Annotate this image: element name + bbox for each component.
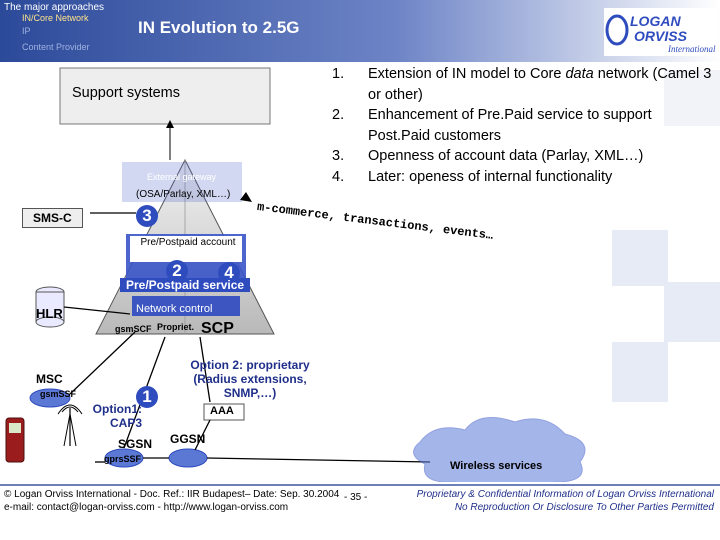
support-systems-box: [59, 67, 271, 125]
section-title: The major approaches: [4, 2, 105, 13]
logo-word-2: ORVISS: [634, 28, 688, 44]
footer-contact: e-mail: contact@logan-orviss.com - http:…: [4, 502, 289, 513]
point-text: Later: openess of internal functionality: [368, 168, 613, 185]
scp-label: SCP: [201, 320, 234, 337]
decor-square: [612, 342, 668, 402]
decor-square: [612, 230, 668, 286]
antenna-icon: [57, 404, 83, 447]
gateway-band: [122, 162, 242, 202]
gsmssf-label: gsmSSF: [40, 389, 77, 399]
header-bar: [0, 0, 720, 62]
point-number: 2.: [332, 107, 345, 123]
gsmscf-label: gsmSCF: [115, 324, 152, 334]
prepost-account-label: Pre/Postpaid account: [140, 237, 236, 248]
logo-word-1: LOGAN: [630, 13, 681, 29]
aaa-box: [203, 403, 245, 421]
hlr-label: HLR: [36, 306, 63, 321]
account-label-bg: [130, 236, 242, 262]
evolution-points-list: 1. Extension of IN model to Core data net…: [332, 64, 712, 187]
point-item: 3. Openness of account data (Parlay, XML……: [332, 146, 712, 167]
point-item: 4. Later: openess of internal functionali…: [332, 167, 712, 188]
decor-square: [664, 70, 720, 126]
support-systems-label: Support systems: [72, 85, 180, 101]
wireless-services-cloud: [413, 417, 586, 482]
section-item-in-core: IN/Core Network: [22, 13, 89, 23]
wireless-services-label: Wireless services: [450, 460, 543, 472]
msc-router: [29, 388, 71, 408]
section-item-content-provider: Content Provider: [22, 42, 90, 52]
external-gateway-label: External gateway: [147, 172, 217, 182]
osa-parlay-label: (OSA/Parlay, XML…): [136, 189, 231, 200]
step-1-badge: 1: [136, 386, 158, 408]
ggsn-label: GGSN: [170, 432, 206, 446]
point-item: 1. Extension of IN model to Core data net…: [332, 64, 712, 105]
ggsn-router: [168, 448, 208, 468]
aaa-label: AAA: [210, 405, 234, 417]
company-logo: LOGAN ORVISS International: [604, 8, 716, 56]
option-2-label: Option 2: proprietary (Radius extensions…: [190, 358, 310, 400]
decor-square: [664, 282, 720, 342]
section-item-ip: IP: [22, 26, 31, 36]
prepost-service-label: Pre/Postpaid service: [120, 278, 251, 292]
logo-word-3: International: [667, 44, 716, 54]
point-text-cont: network (Camel 3 or other): [368, 66, 712, 103]
slide-title: IN Evolution to 2.5G: [138, 18, 300, 37]
point-item: 2. Enhancement of Pre.Paid service to sup…: [332, 105, 712, 146]
network-control-band: [132, 296, 240, 316]
point-number: 3.: [332, 148, 345, 164]
point-text: Openness of account data (Parlay, XML…): [368, 148, 644, 164]
footer-confidential: Proprietary & Confidential Information o…: [416, 489, 714, 500]
step-2-badge: 2: [166, 260, 188, 282]
gprsssf-label: gprsSSF: [104, 454, 142, 464]
page-number: - 35 -: [344, 492, 368, 503]
point-number: 4.: [332, 168, 345, 185]
footer-divider: [0, 484, 720, 486]
propriet-label: Propriet.: [157, 322, 195, 332]
smsc-node: SMS-C: [22, 208, 83, 228]
sgsn-label: SGSN: [118, 437, 153, 451]
step-3-badge: 3: [136, 205, 158, 227]
point-text: Enhancement of Pre.Paid service to suppo…: [368, 107, 652, 144]
msc-label: MSC: [36, 372, 63, 386]
point-text: Extension of IN model to Core: [368, 66, 566, 82]
footer-copyright: © Logan Orviss International - Doc. Ref.…: [4, 489, 340, 500]
point-emphasis: data: [565, 66, 594, 82]
point-number: 1.: [332, 66, 345, 82]
footer-no-reproduction: No Reproduction Or Disclosure To Other P…: [454, 502, 714, 513]
network-control-label: Network control: [136, 303, 213, 315]
option-1-label: Option1: CAP3: [92, 402, 142, 430]
